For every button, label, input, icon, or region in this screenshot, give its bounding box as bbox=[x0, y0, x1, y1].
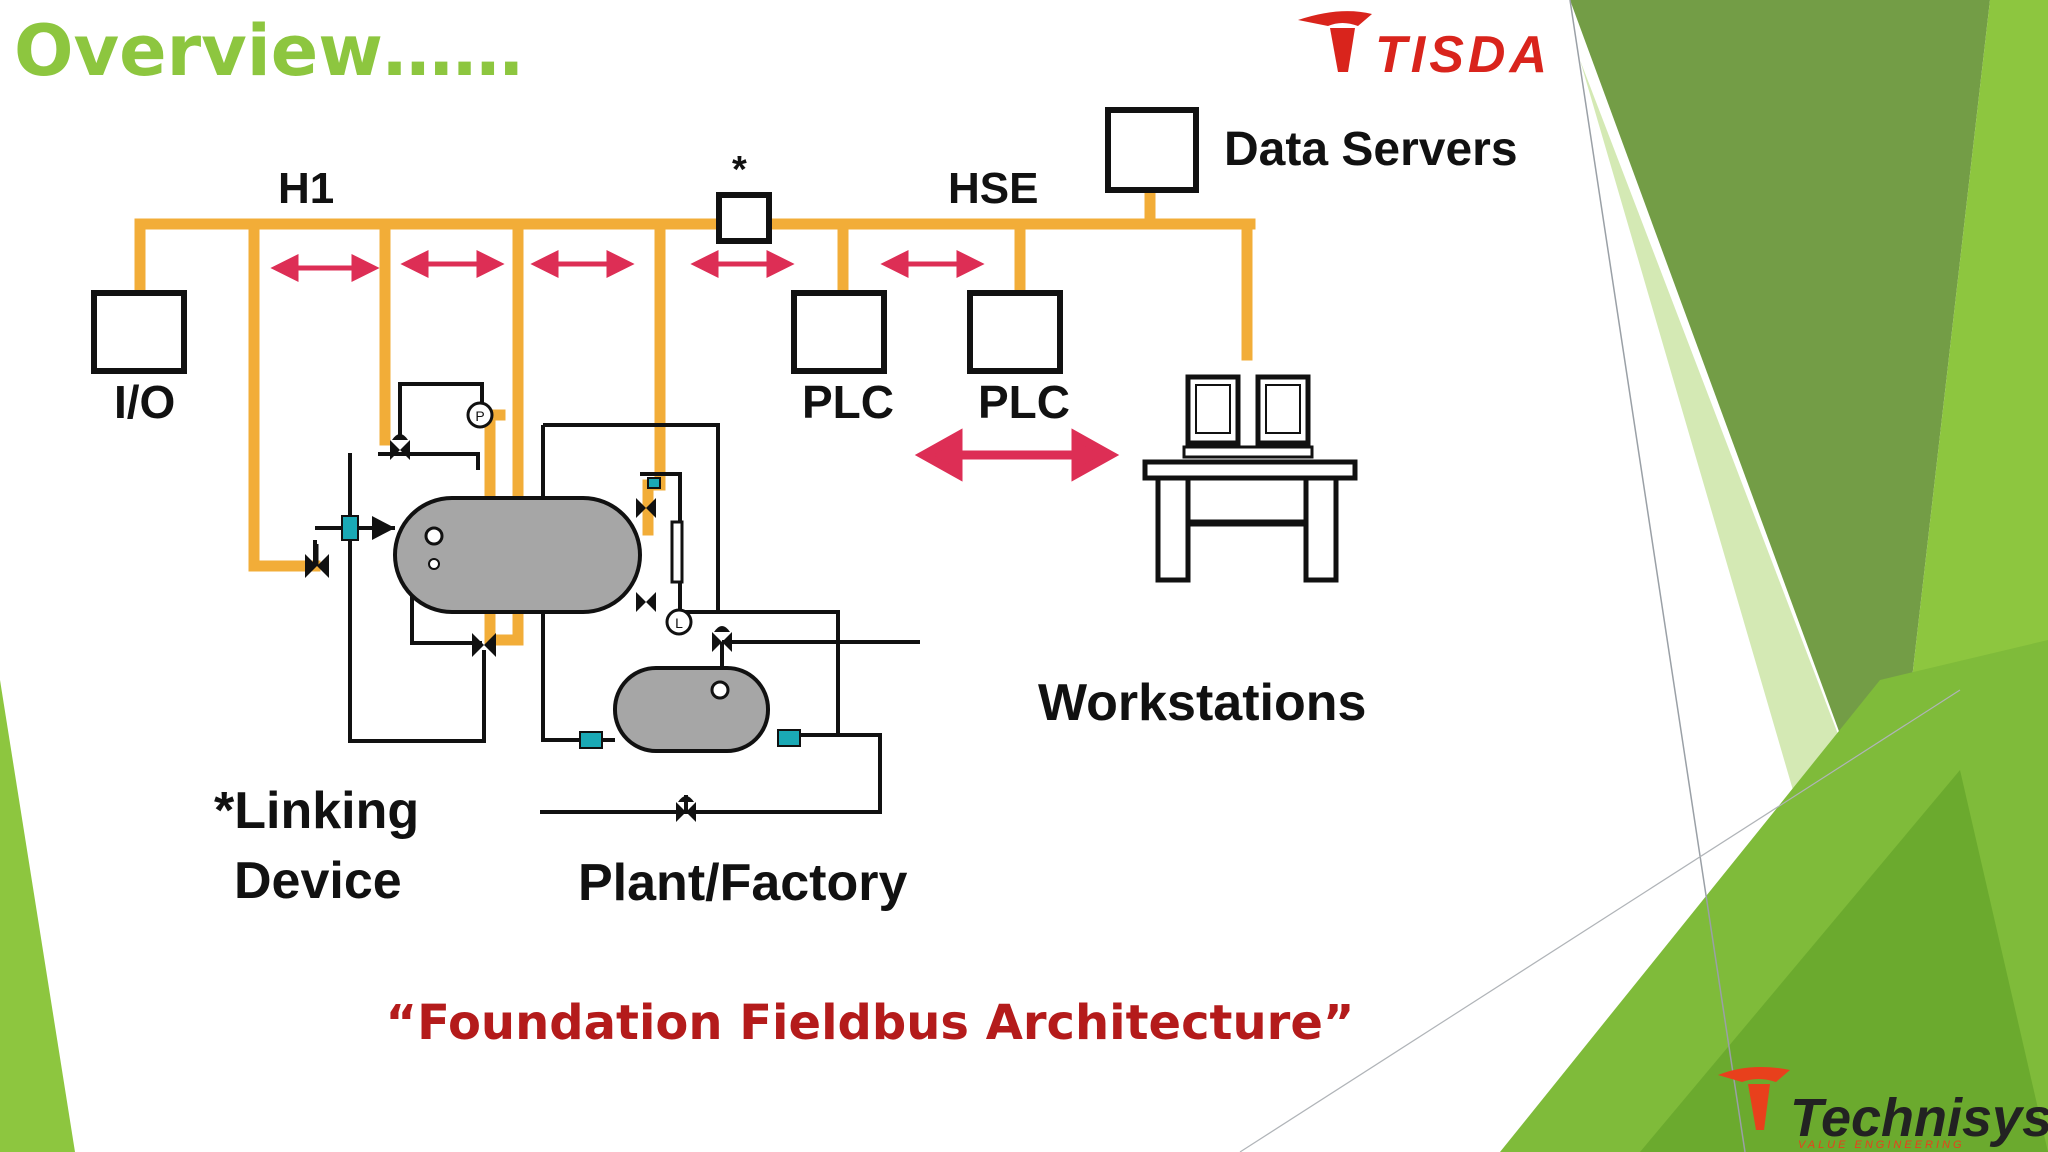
plc-box-1 bbox=[791, 290, 887, 374]
plc-label-2: PLC bbox=[978, 376, 1070, 428]
arrow-3 bbox=[530, 249, 635, 279]
arrow-2 bbox=[400, 249, 505, 279]
device-boxes bbox=[91, 107, 1199, 374]
valve-mid bbox=[712, 626, 732, 652]
valve-right-bottom bbox=[636, 592, 656, 612]
data-server-box bbox=[1105, 107, 1199, 193]
desk-leg-right bbox=[1303, 475, 1339, 583]
tisda-logo-text: TISDA bbox=[1375, 26, 1551, 84]
workstations-label: Workstations bbox=[1038, 674, 1366, 732]
technisys-logo-tagline: VALUE ENGINEERING bbox=[1798, 1139, 1965, 1151]
workstations-icon bbox=[1142, 374, 1358, 583]
io-box bbox=[91, 290, 187, 374]
teal-valve-inlet bbox=[341, 515, 359, 541]
gauge-p bbox=[466, 401, 494, 429]
valve-bottom bbox=[472, 633, 496, 657]
valve-inlet bbox=[305, 544, 329, 578]
technisys-logo-text: Technisys bbox=[1790, 1088, 2048, 1148]
diagram-caption: “Foundation Fieldbus Architecture” bbox=[385, 995, 1355, 1051]
linking-device-label-2: Device bbox=[234, 852, 402, 910]
linking-device-marker: * bbox=[732, 149, 747, 191]
arrow-4 bbox=[690, 249, 795, 279]
linking-device-label-1: *Linking bbox=[214, 782, 419, 840]
process-piping bbox=[313, 382, 920, 814]
plc-box-2 bbox=[967, 290, 1063, 374]
main-tank bbox=[393, 496, 642, 614]
plant-factory-label: Plant/Factory bbox=[578, 854, 907, 912]
valve-top bbox=[390, 434, 410, 460]
level-sight-glass bbox=[670, 520, 684, 584]
inlet-arrow bbox=[372, 516, 395, 540]
arrow-plc-workstation bbox=[914, 428, 1120, 482]
teal-valve-secondary-left bbox=[579, 731, 603, 749]
data-servers-label: Data Servers bbox=[1224, 123, 1518, 176]
valves bbox=[305, 434, 732, 822]
valve-right-top bbox=[636, 498, 656, 518]
slide-title: Overview…… bbox=[14, 10, 523, 92]
svg-text:L: L bbox=[675, 615, 683, 631]
bg-thin-line-1 bbox=[1569, 0, 1746, 1152]
teal-valve-top bbox=[647, 477, 661, 489]
bg-shape-bottom-green bbox=[1640, 770, 2048, 1152]
gauge-l bbox=[665, 608, 693, 636]
teal-valves bbox=[341, 477, 801, 749]
technisys-logo-swoosh bbox=[1718, 1066, 1790, 1082]
bus-drop-left-loop bbox=[248, 218, 321, 572]
linking-device-box bbox=[716, 192, 772, 244]
traffic-arrows bbox=[270, 249, 1120, 482]
technisys-logo: Technisys VALUE ENGINEERING bbox=[1718, 1066, 2048, 1151]
svg-text:P: P bbox=[475, 408, 484, 424]
io-label: I/O bbox=[114, 376, 175, 428]
secondary-tank bbox=[613, 666, 770, 753]
bg-shape-dark-green bbox=[1570, 0, 1990, 870]
hse-label: HSE bbox=[948, 164, 1038, 213]
bg-thin-line-2 bbox=[1239, 689, 1961, 1152]
desk-top bbox=[1142, 459, 1358, 481]
arrow-5 bbox=[880, 249, 985, 279]
gauges: P L bbox=[466, 401, 693, 636]
teal-valve-secondary-right bbox=[777, 729, 801, 747]
bg-shape-left bbox=[0, 680, 75, 1152]
tisda-logo: TISDA bbox=[1298, 11, 1551, 84]
plc-label-1: PLC bbox=[802, 376, 894, 428]
arrow-1 bbox=[270, 253, 380, 283]
tisda-logo-swoosh bbox=[1298, 11, 1372, 26]
valve-bottom-line bbox=[676, 796, 696, 822]
h1-label: H1 bbox=[278, 164, 334, 213]
desk-leg-left bbox=[1155, 475, 1191, 583]
